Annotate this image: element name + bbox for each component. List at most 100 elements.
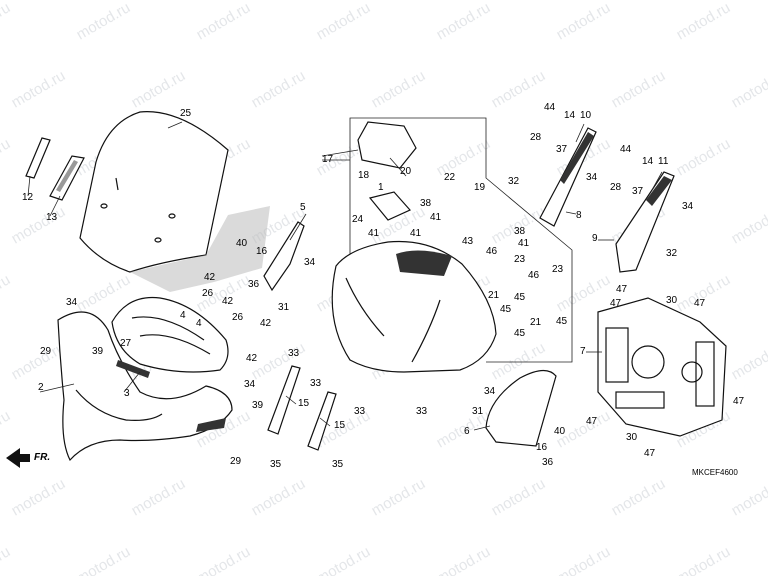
callout-23[interactable]: 23 (514, 254, 526, 265)
callout-4[interactable]: 4 (180, 310, 186, 321)
callout-37[interactable]: 37 (556, 144, 568, 155)
callout-47[interactable]: 47 (644, 448, 656, 459)
callout-13[interactable]: 13 (46, 212, 58, 223)
side-panel-6[interactable] (485, 369, 557, 447)
callout-9[interactable]: 9 (592, 233, 598, 244)
bracket-24[interactable] (368, 191, 411, 221)
callout-14[interactable]: 14 (642, 156, 654, 167)
air-duct[interactable] (111, 296, 229, 379)
meter-visor[interactable] (357, 121, 417, 169)
callout-3[interactable]: 3 (124, 388, 130, 399)
callout-12[interactable]: 12 (22, 192, 34, 203)
callout-45[interactable]: 45 (500, 304, 512, 315)
callout-45[interactable]: 45 (514, 292, 526, 303)
callout-15[interactable]: 15 (334, 420, 346, 431)
callout-36[interactable]: 36 (248, 279, 260, 290)
callout-47[interactable]: 47 (586, 416, 598, 427)
callout-34[interactable]: 34 (586, 172, 598, 183)
callout-42[interactable]: 42 (222, 296, 234, 307)
callout-34[interactable]: 34 (244, 379, 256, 390)
callout-25[interactable]: 25 (180, 108, 192, 119)
callout-16[interactable]: 16 (536, 442, 548, 453)
callout-34[interactable]: 34 (682, 201, 694, 212)
callout-11[interactable]: 11 (658, 156, 669, 167)
callout-47[interactable]: 47 (610, 298, 622, 309)
callout-31[interactable]: 31 (472, 406, 484, 417)
callout-33[interactable]: 33 (354, 406, 366, 417)
callout-29[interactable]: 29 (40, 346, 52, 357)
callout-44[interactable]: 44 (544, 102, 556, 113)
windscreen[interactable] (79, 111, 229, 273)
callout-31[interactable]: 31 (278, 302, 290, 313)
callout-28[interactable]: 28 (610, 182, 622, 193)
callout-21[interactable]: 21 (488, 290, 500, 301)
callout-35[interactable]: 35 (270, 459, 282, 470)
side-trim-13[interactable] (49, 155, 85, 201)
callout-40[interactable]: 40 (554, 426, 566, 437)
inner-upper-cowl[interactable] (331, 240, 497, 373)
callout-36[interactable]: 36 (542, 457, 554, 468)
callout-35[interactable]: 35 (332, 459, 344, 470)
callout-38[interactable]: 38 (514, 226, 526, 237)
callout-45[interactable]: 45 (514, 328, 526, 339)
callout-24[interactable]: 24 (352, 214, 364, 225)
callout-38[interactable]: 38 (420, 198, 432, 209)
callout-18[interactable]: 18 (358, 170, 370, 181)
callout-34[interactable]: 34 (304, 257, 316, 268)
callout-41[interactable]: 41 (518, 238, 530, 249)
callout-26[interactable]: 26 (202, 288, 214, 299)
callout-19[interactable]: 19 (474, 182, 486, 193)
callout-33[interactable]: 33 (288, 348, 300, 359)
callout-34[interactable]: 34 (66, 297, 78, 308)
callout-2[interactable]: 2 (38, 382, 44, 393)
callout-5[interactable]: 5 (300, 202, 306, 213)
callout-26[interactable]: 26 (232, 312, 244, 323)
stay-10[interactable] (539, 127, 597, 227)
callout-27[interactable]: 27 (120, 338, 132, 349)
callout-41[interactable]: 41 (430, 212, 442, 223)
callout-44[interactable]: 44 (620, 144, 632, 155)
callout-23[interactable]: 23 (552, 264, 564, 275)
callout-42[interactable]: 42 (204, 272, 216, 283)
callout-33[interactable]: 33 (310, 378, 322, 389)
callout-45[interactable]: 45 (556, 316, 568, 327)
callout-15[interactable]: 15 (298, 398, 310, 409)
callout-46[interactable]: 46 (486, 246, 498, 257)
callout-17[interactable]: 17 (322, 154, 334, 165)
callout-47[interactable]: 47 (694, 298, 706, 309)
callout-30[interactable]: 30 (626, 432, 638, 443)
callout-16[interactable]: 16 (256, 246, 268, 257)
callout-46[interactable]: 46 (528, 270, 540, 281)
callout-39[interactable]: 39 (252, 400, 264, 411)
side-trim-12[interactable] (25, 137, 51, 179)
callout-32[interactable]: 32 (666, 248, 678, 259)
stay-15-left[interactable] (267, 365, 301, 435)
callout-21[interactable]: 21 (530, 317, 542, 328)
callout-30[interactable]: 30 (666, 295, 678, 306)
callout-6[interactable]: 6 (464, 426, 470, 437)
callout-1[interactable]: 1 (378, 182, 384, 193)
callout-29[interactable]: 29 (230, 456, 242, 467)
callout-4[interactable]: 4 (196, 318, 202, 329)
callout-42[interactable]: 42 (246, 353, 258, 364)
callout-39[interactable]: 39 (92, 346, 104, 357)
callout-14[interactable]: 14 (564, 110, 576, 121)
callout-22[interactable]: 22 (444, 172, 456, 183)
callout-20[interactable]: 20 (400, 166, 412, 177)
callout-47[interactable]: 47 (733, 396, 745, 407)
callout-41[interactable]: 41 (410, 228, 422, 239)
callout-42[interactable]: 42 (260, 318, 272, 329)
callout-40[interactable]: 40 (236, 238, 248, 249)
inner-panel-5[interactable] (263, 221, 305, 292)
callout-7[interactable]: 7 (580, 346, 586, 357)
callout-28[interactable]: 28 (530, 132, 542, 143)
callout-37[interactable]: 37 (632, 186, 644, 197)
callout-41[interactable]: 41 (368, 228, 380, 239)
callout-43[interactable]: 43 (462, 236, 474, 247)
callout-47[interactable]: 47 (616, 284, 628, 295)
callout-33[interactable]: 33 (416, 406, 428, 417)
stay-15-right[interactable] (307, 391, 337, 451)
callout-8[interactable]: 8 (576, 210, 582, 221)
stay-11[interactable] (615, 171, 675, 273)
headlight-unit[interactable] (597, 297, 727, 437)
